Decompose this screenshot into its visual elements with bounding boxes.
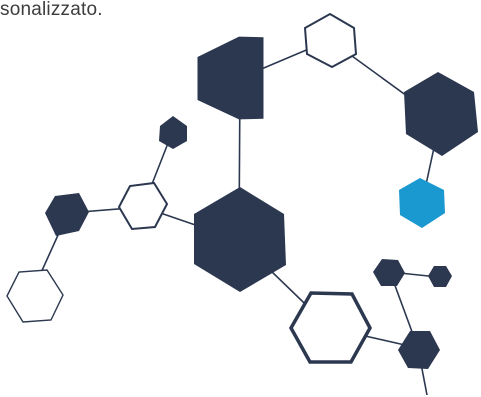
hexagon-solid-small — [373, 259, 405, 286]
molecule-atoms — [6, 12, 478, 369]
hexagon-outline — [288, 291, 372, 364]
caption-text: sonalizzato. — [0, 0, 103, 20]
hexagon-solid-tiny — [428, 266, 452, 287]
hexagon-solid-large — [404, 72, 478, 156]
hexagon-outline — [117, 181, 169, 231]
hexagon-outline — [303, 12, 358, 69]
hexagon-accent — [399, 178, 445, 228]
hexagon-solid-medium — [45, 193, 89, 236]
hexagon-solid-large — [197, 36, 264, 120]
hexagon-solid-small — [159, 116, 187, 149]
hexagon-solid-large — [194, 187, 286, 292]
hexagon-solid-medium — [398, 331, 440, 369]
hexagon-outline — [6, 269, 64, 323]
